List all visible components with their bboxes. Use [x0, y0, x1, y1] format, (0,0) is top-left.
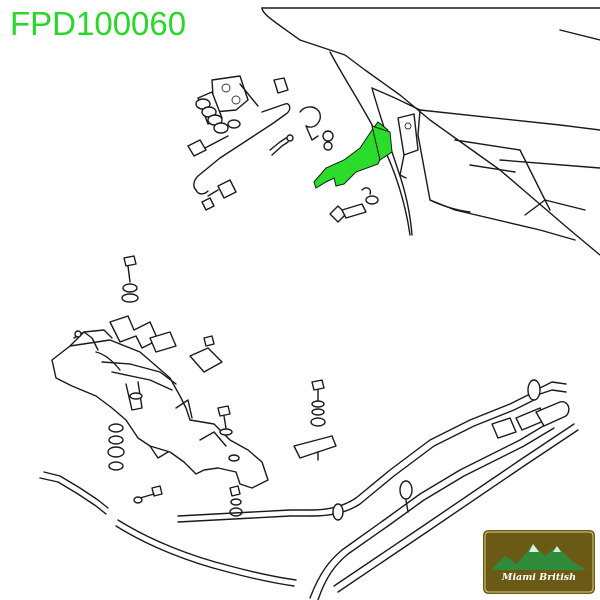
hinge-bracket [397, 113, 419, 179]
striker-plate-assembly [187, 75, 249, 157]
mountain-badge-logo-icon [483, 530, 595, 594]
release-rod [193, 103, 291, 195]
cover-plate [189, 347, 223, 373]
part-number-title: FPD100060 [10, 5, 187, 42]
cable-abutment-bracket [293, 435, 337, 461]
lever-bolt-stack [121, 255, 139, 303]
washer-stack [107, 423, 125, 471]
miami-british-logo: Miami British [483, 530, 595, 594]
small-screw [133, 485, 163, 504]
clevis-fitting [201, 179, 237, 211]
lever-handle [73, 330, 99, 351]
split-pin [269, 134, 294, 156]
bonnet-panel [261, 7, 600, 256]
spring-hook [299, 106, 334, 151]
bolt-and-washer-stack [217, 405, 233, 436]
outer-cable [39, 379, 567, 600]
cable-clip [239, 77, 289, 107]
latch-bolt [329, 187, 379, 223]
bonnet-latch-bracket-highlighted [313, 121, 393, 189]
grommet [399, 480, 413, 513]
release-lever-housing [51, 329, 269, 489]
right-bolt-stack [310, 379, 326, 427]
lever-mounting-clip [109, 315, 177, 353]
cable-end-fitting [535, 401, 570, 427]
lower-bracket-bolt [229, 485, 243, 517]
lower-long-cable [333, 423, 579, 593]
small-bolt [203, 335, 215, 347]
logo-brand-name: Miami British [501, 572, 577, 583]
